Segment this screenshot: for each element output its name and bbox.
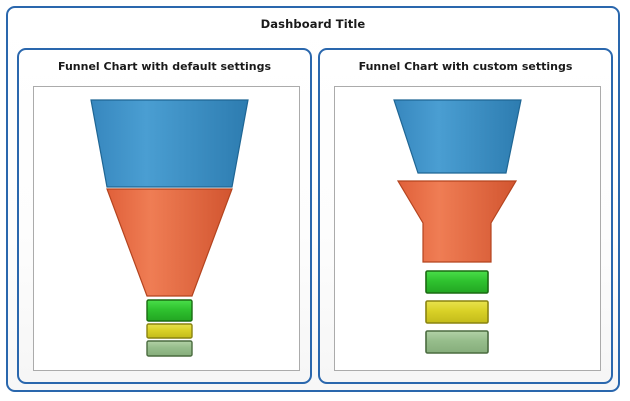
panel-funnel-default: Funnel Chart with default settings <box>17 48 312 384</box>
funnel-segment-stage5-custom <box>425 330 489 354</box>
funnel-segment-stage2-custom <box>396 180 518 263</box>
funnel-segment-stage3-default <box>146 299 193 322</box>
dashboard-container: Dashboard Title Funnel Chart with defaul… <box>6 6 620 392</box>
panel-title-default: Funnel Chart with default settings <box>58 60 271 73</box>
funnel-segment-stage1-custom <box>393 99 522 174</box>
funnel-segment-stage3-custom <box>425 270 489 294</box>
chart-area-default <box>33 86 300 371</box>
panel-title-custom: Funnel Chart with custom settings <box>358 60 573 73</box>
funnel-chart-custom <box>393 99 522 354</box>
chart-area-custom <box>334 86 601 371</box>
funnel-segment-stage4-default <box>146 323 193 339</box>
dashboard-title: Dashboard Title <box>260 17 366 31</box>
funnel-segment-stage4-custom <box>425 300 489 324</box>
funnel-chart-default <box>90 99 249 357</box>
funnel-segment-stage2-default <box>106 188 233 297</box>
panel-funnel-custom: Funnel Chart with custom settings <box>318 48 613 384</box>
funnel-segment-stage5-default <box>146 340 193 357</box>
funnel-segment-stage1-default <box>90 99 249 188</box>
